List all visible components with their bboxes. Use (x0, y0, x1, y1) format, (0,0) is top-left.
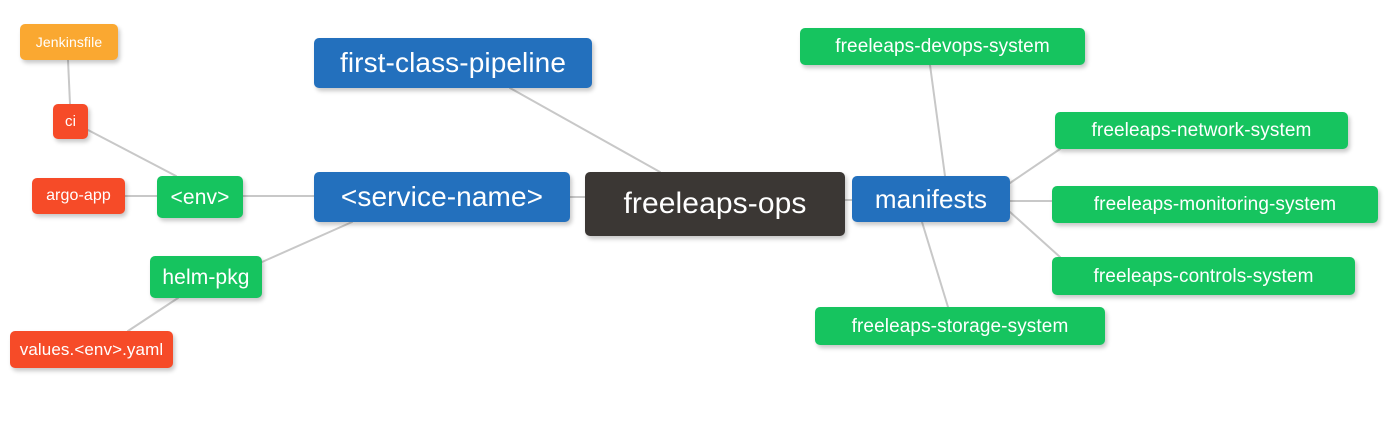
node-freeleaps-monitoring-system[interactable]: freeleaps-monitoring-system (1052, 186, 1378, 223)
node-label-service-name: <service-name> (340, 181, 544, 212)
node-freeleaps-controls-system[interactable]: freeleaps-controls-system (1052, 257, 1355, 295)
node-argo-app[interactable]: argo-app (32, 178, 125, 214)
node-ci[interactable]: ci (53, 104, 88, 139)
edge-freeleaps-storage-system-to-manifests (921, 221, 949, 308)
node-label-freeleaps-devops-system: freeleaps-devops-system (835, 36, 1050, 57)
node-label-helm-pkg: helm-pkg (162, 265, 250, 289)
edge-freeleaps-network-system-to-manifests (1009, 148, 1061, 184)
node-values-env-yaml[interactable]: values.<env>.yaml (10, 331, 173, 368)
node-label-jenkinsfile: Jenkinsfile (35, 34, 103, 50)
node-freeleaps-ops[interactable]: freeleaps-ops (585, 172, 845, 236)
node-label-env: <env> (170, 185, 230, 209)
node-label-freeleaps-network-system: freeleaps-network-system (1091, 120, 1312, 141)
node-label-first-class-pipeline: first-class-pipeline (339, 47, 567, 78)
node-freeleaps-network-system[interactable]: freeleaps-network-system (1055, 112, 1348, 149)
edge-ci-to-env (87, 129, 177, 177)
node-label-freeleaps-storage-system: freeleaps-storage-system (851, 315, 1069, 337)
node-jenkinsfile[interactable]: Jenkinsfile (20, 24, 118, 60)
edge-jenkinsfile-to-ci (67, 59, 71, 105)
node-service-name[interactable]: <service-name> (314, 172, 570, 222)
node-manifests[interactable]: manifests (852, 176, 1010, 222)
node-label-freeleaps-monitoring-system: freeleaps-monitoring-system (1093, 194, 1337, 215)
node-label-freeleaps-controls-system: freeleaps-controls-system (1093, 265, 1314, 287)
node-env[interactable]: <env> (157, 176, 243, 218)
node-label-values-env-yaml: values.<env>.yaml (19, 340, 164, 359)
node-first-class-pipeline[interactable]: first-class-pipeline (314, 38, 592, 88)
node-label-manifests: manifests (874, 184, 988, 214)
node-label-freeleaps-ops: freeleaps-ops (623, 187, 807, 220)
node-helm-pkg[interactable]: helm-pkg (150, 256, 262, 298)
node-label-ci: ci (64, 113, 77, 130)
node-freeleaps-devops-system[interactable]: freeleaps-devops-system (800, 28, 1085, 65)
edge-first-class-pipeline-to-freeleaps-ops (509, 87, 661, 173)
node-freeleaps-storage-system[interactable]: freeleaps-storage-system (815, 307, 1105, 345)
node-label-argo-app: argo-app (46, 187, 111, 204)
edge-values-env-yaml-to-helm-pkg (127, 297, 179, 332)
edge-freeleaps-devops-system-to-manifests (929, 64, 946, 177)
edge-helm-pkg-to-service-name (261, 221, 353, 263)
